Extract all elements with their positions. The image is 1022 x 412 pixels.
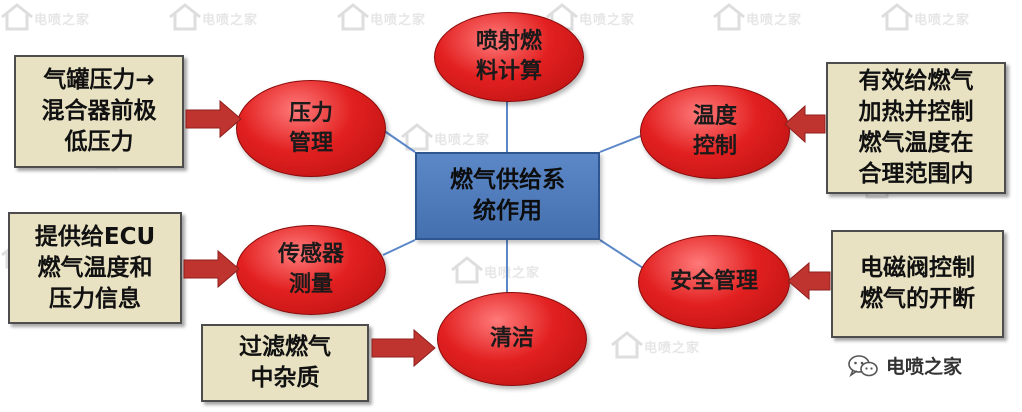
watermark: 电喷之家	[336, 2, 425, 36]
note-sensor: 提供给ECU 燃气温度和 压力信息	[8, 212, 182, 324]
node-temperature: 温度 控制	[640, 85, 790, 179]
center-box: 燃气供给系 统作用	[415, 152, 600, 240]
note-pressure: 气罐压力→ 混合器前极 低压力	[14, 55, 184, 168]
brand-badge: 电喷之家	[848, 352, 962, 379]
watermark-text: 电喷之家	[579, 13, 636, 28]
house-logo-icon	[401, 123, 433, 151]
node-sensor: 传感器 测量	[236, 225, 386, 315]
watermark-text: 电喷之家	[34, 13, 91, 28]
arrow-pressure	[185, 99, 242, 139]
arrow-safety	[787, 261, 831, 301]
node-injection: 喷射燃 料计算	[434, 12, 584, 102]
watermark-text: 电喷之家	[914, 13, 971, 28]
watermark: 电喷之家	[450, 255, 539, 289]
node-safety: 安全管理	[638, 235, 790, 329]
node-pressure: 压力 管理	[236, 80, 386, 177]
wechat-icon	[848, 354, 878, 377]
link-pressure	[382, 129, 416, 153]
watermark: 电喷之家	[400, 122, 489, 156]
watermark-text: 电喷之家	[644, 341, 701, 356]
watermark-text: 电喷之家	[484, 266, 541, 281]
house-logo-icon	[337, 3, 369, 31]
watermark-text: 电喷之家	[202, 13, 259, 28]
arrow-clean	[371, 328, 436, 368]
note-safety: 电磁阀控制 燃气的开断	[831, 230, 1004, 338]
watermark-text: 电喷之家	[434, 133, 491, 148]
watermark: 电喷之家	[880, 2, 969, 36]
watermark: 电喷之家	[712, 2, 801, 36]
watermark-text: 电喷之家	[746, 13, 803, 28]
link-temperature	[599, 134, 644, 153]
note-temperature: 有效给燃气 加热并控制 燃气温度在 合理范围内	[826, 62, 1006, 194]
link-sensor	[382, 239, 416, 256]
watermark-text: 电喷之家	[370, 13, 427, 28]
house-logo-icon	[451, 256, 483, 284]
node-clean: 清洁	[437, 292, 587, 386]
house-logo-icon	[169, 3, 201, 31]
watermark: 电喷之家	[610, 330, 699, 364]
link-safety	[599, 239, 644, 269]
arrow-temperature	[784, 104, 826, 144]
brand-label: 电喷之家	[886, 356, 963, 378]
note-clean: 过滤燃气 中杂质	[201, 324, 369, 402]
watermark: 电喷之家	[0, 2, 89, 36]
house-logo-icon	[1, 3, 33, 31]
house-logo-icon	[881, 3, 913, 31]
arrow-sensor	[183, 249, 240, 289]
watermark: 电喷之家	[168, 2, 257, 36]
house-logo-icon	[713, 3, 745, 31]
house-logo-icon	[611, 331, 643, 359]
